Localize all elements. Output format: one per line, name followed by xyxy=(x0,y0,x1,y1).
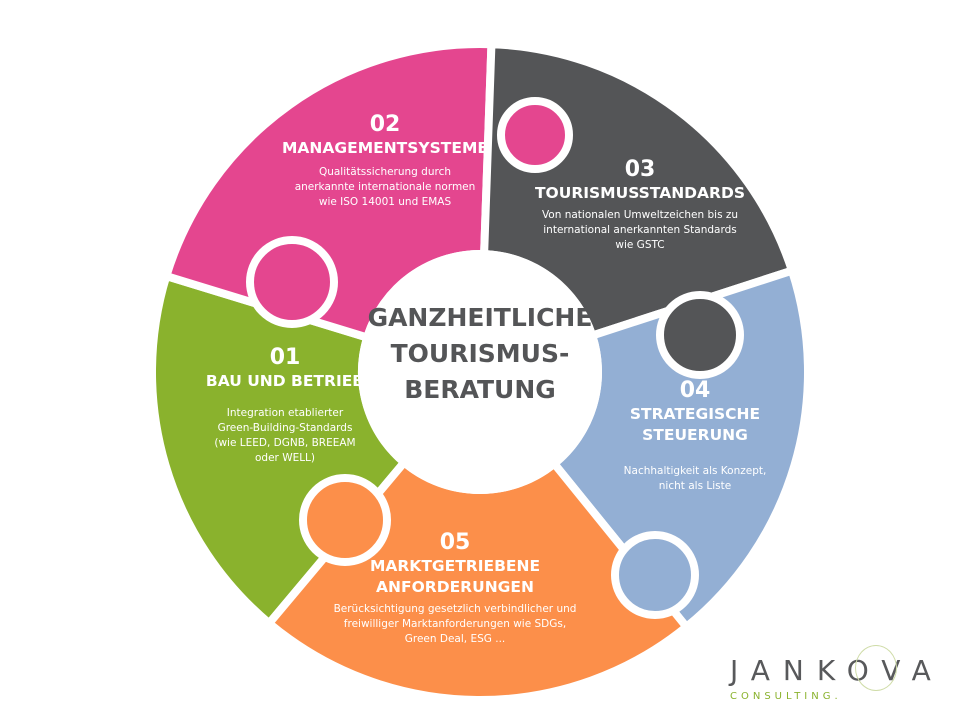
logo-subtitle: CONSULTING. xyxy=(730,691,842,702)
segment-01: 01 BAU UND BETRIEB Integration etabliert… xyxy=(175,345,395,466)
segment-number: 01 xyxy=(269,345,301,370)
logo-circle-icon xyxy=(855,645,897,691)
jankova-logo: JANKOVA CONSULTING. xyxy=(730,645,944,702)
segment-03: 03 TOURISMUSSTANDARDS Von nationalen Umw… xyxy=(515,157,765,253)
segment-title: STRATEGISCHE xyxy=(629,405,761,423)
segment-title: MANAGEMENTSYSTEME xyxy=(282,139,488,157)
segment-description: Integration etablierter Green-Building-S… xyxy=(214,407,356,464)
segment-title: MARKTGETRIEBENE xyxy=(369,557,541,575)
segment-02: 02 MANAGEMENTSYSTEME Qualitätssicherung … xyxy=(260,112,510,210)
segment-04: 04 STRATEGISCHE STEUERUNG Nachhaltigkeit… xyxy=(600,378,790,494)
segment-number: 05 xyxy=(439,530,471,555)
puzzle-knob-05 xyxy=(299,474,391,566)
segment-number: 04 xyxy=(679,378,711,403)
puzzle-knob-03 xyxy=(656,291,744,379)
logo-name: JANKOVA xyxy=(730,654,944,687)
segment-number: 03 xyxy=(624,157,656,182)
segment-title: BAU UND BETRIEB xyxy=(205,372,365,390)
center-circle xyxy=(358,250,602,494)
center-line-3: BERATUNG xyxy=(404,375,556,404)
segment-description: Qualitätssicherung durch anerkannte inte… xyxy=(294,166,476,208)
center-line-1: GANZHEITLICHE xyxy=(367,303,593,332)
segment-description: Von nationalen Umweltzeichen bis zu inte… xyxy=(541,209,739,251)
segment-05: 05 MARKTGETRIEBENE ANFORDERUNGEN Berücks… xyxy=(325,530,585,647)
center-line-2: TOURISMUS- xyxy=(390,339,570,368)
puzzle-knob-02 xyxy=(246,236,338,328)
puzzle-knob-02 xyxy=(497,97,573,173)
puzzle-knob-04 xyxy=(611,531,699,619)
segment-title: ANFORDERUNGEN xyxy=(376,578,534,596)
segment-description: Nachhaltigkeit als Konzept, nicht als Li… xyxy=(623,465,767,492)
segment-description: Berücksichtigung gesetzlich verbindliche… xyxy=(333,603,577,645)
segment-title: TOURISMUSSTANDARDS xyxy=(534,184,745,202)
center-title: GANZHEITLICHE TOURISMUS- BERATUNG xyxy=(360,300,600,408)
segment-number: 02 xyxy=(369,112,401,137)
segment-title: STEUERUNG xyxy=(642,426,748,444)
